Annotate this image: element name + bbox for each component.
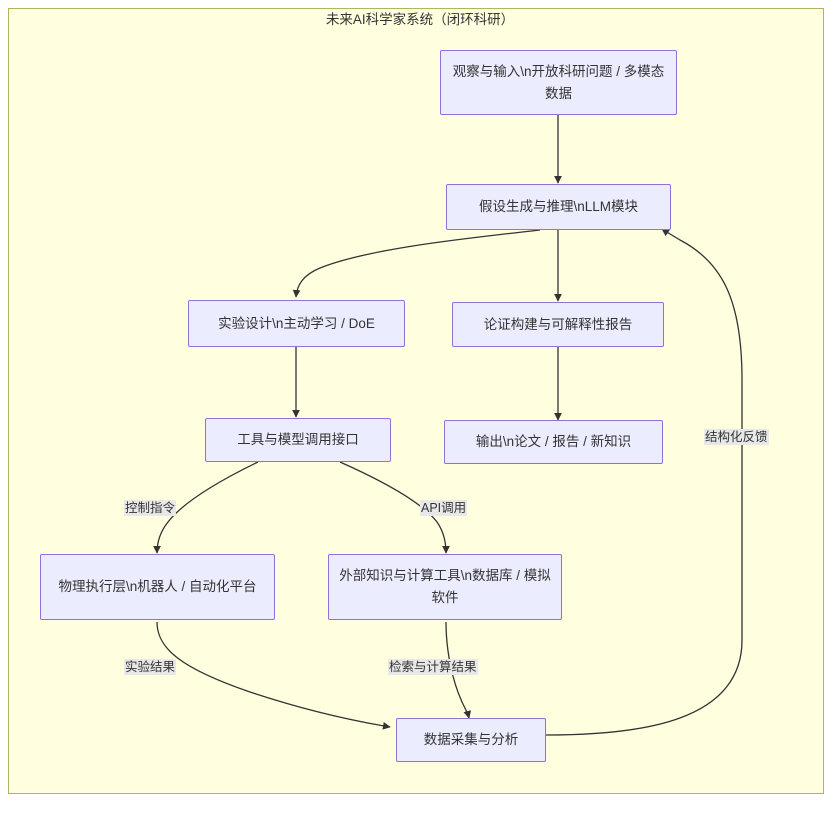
node-external-tools[interactable]: 外部知识与计算工具\n数据库 / 模拟软件 xyxy=(328,554,562,620)
edge-label-structured-feedback: 结构化反馈 xyxy=(704,429,769,445)
node-experiment-design-label: 实验设计\n主动学习 / DoE xyxy=(218,315,375,331)
edge-label-search-compute-result: 检索与计算结果 xyxy=(388,659,478,675)
edge-label-control-command: 控制指令 xyxy=(124,500,177,516)
edge-label-api-call: API调用 xyxy=(420,500,468,516)
node-physical-layer-label: 物理执行层\n机器人 / 自动化平台 xyxy=(58,579,257,594)
node-external-tools-label: 外部知识与计算工具\n数据库 / 模拟软件 xyxy=(339,568,551,605)
node-observation[interactable]: 观察与输入\n开放科研问题 / 多模态数据 xyxy=(440,50,677,115)
node-physical-layer[interactable]: 物理执行层\n机器人 / 自动化平台 xyxy=(40,554,275,620)
node-hypothesis[interactable]: 假设生成与推理\nLLM模块 xyxy=(446,184,671,230)
node-data-analysis[interactable]: 数据采集与分析 xyxy=(396,718,546,762)
node-hypothesis-label: 假设生成与推理\nLLM模块 xyxy=(478,199,639,214)
node-data-analysis-label: 数据采集与分析 xyxy=(423,732,519,747)
node-output[interactable]: 输出\n论文 / 报告 / 新知识 xyxy=(444,420,663,464)
node-observation-label: 观察与输入\n开放科研问题 / 多模态数据 xyxy=(452,63,665,101)
edge-label-experiment-result: 实验结果 xyxy=(124,659,177,675)
node-experiment-design[interactable]: 实验设计\n主动学习 / DoE xyxy=(188,300,405,347)
page-title: 未来AI科学家系统（闭环科研） xyxy=(325,12,515,27)
node-tool-interface[interactable]: 工具与模型调用接口 xyxy=(205,418,391,462)
node-argumentation-label: 论证构建与可解释性报告 xyxy=(483,316,633,332)
diagram-canvas xyxy=(8,8,824,794)
node-argumentation[interactable]: 论证构建与可解释性报告 xyxy=(452,302,664,347)
node-output-label: 输出\n论文 / 报告 / 新知识 xyxy=(475,434,632,449)
node-tool-interface-label: 工具与模型调用接口 xyxy=(237,432,359,447)
